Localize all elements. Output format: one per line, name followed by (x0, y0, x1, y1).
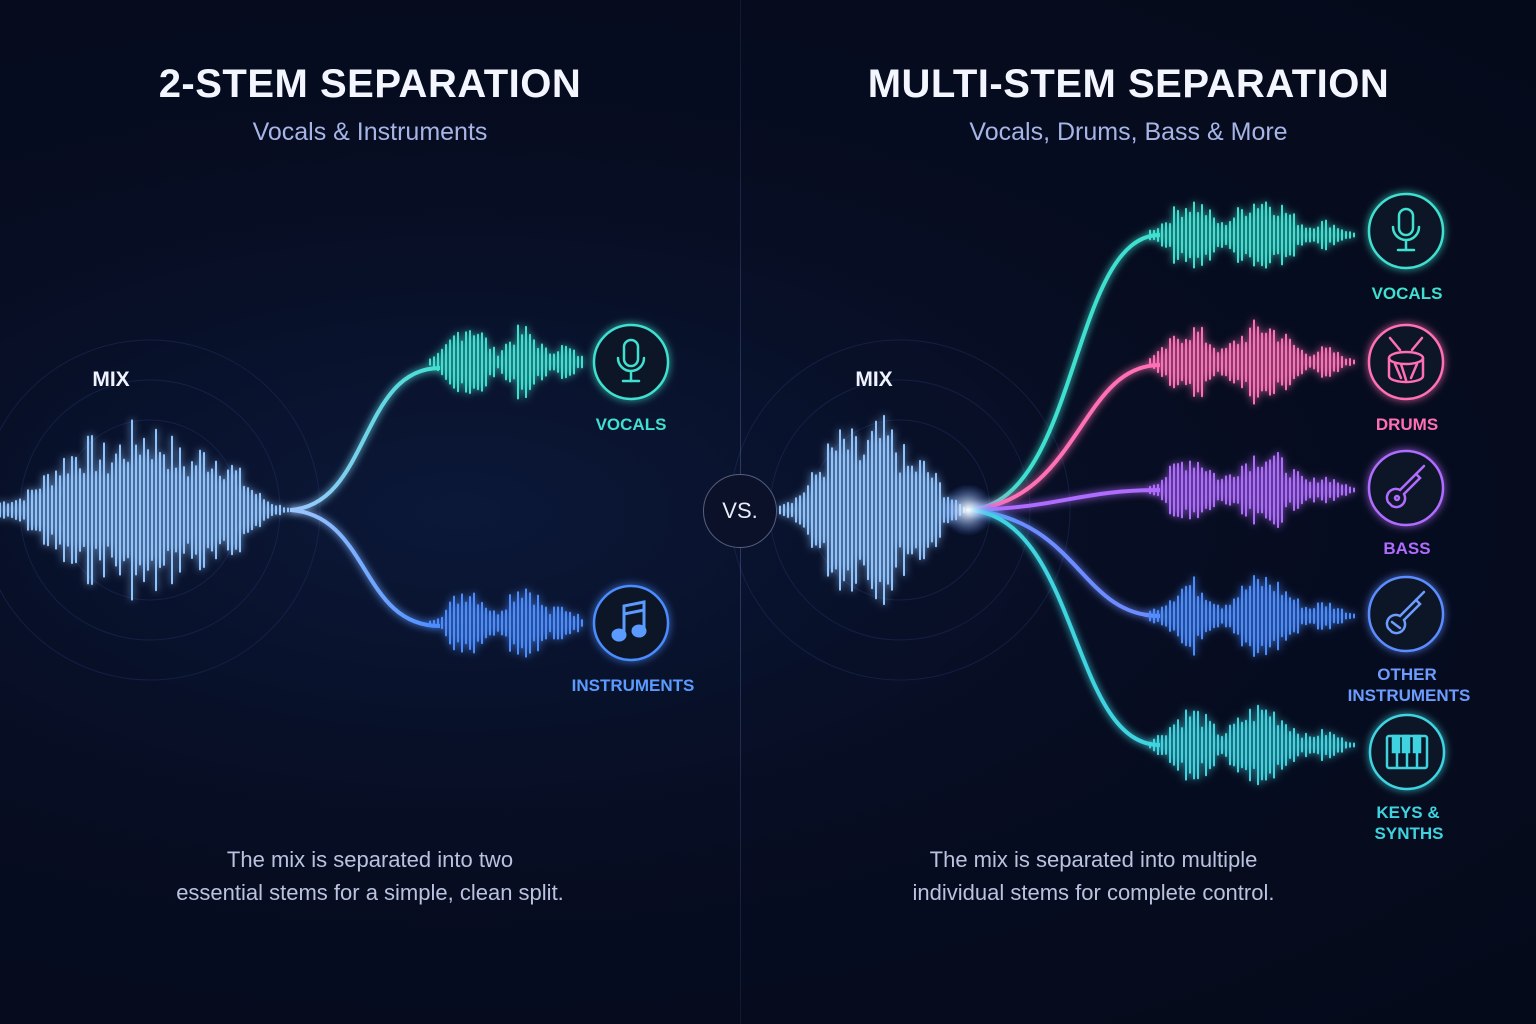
panel-caption: The mix is separated into two essential … (0, 843, 740, 909)
stem-waveform-instruments (429, 588, 583, 658)
stem-waveform-vocals (429, 324, 583, 400)
stem-bass-right (1367, 449, 1445, 527)
stem-label-other-instruments-2: INSTRUMENTS (1348, 686, 1471, 705)
stem-waveform-keys (1149, 704, 1355, 786)
split-curve-vocals (969, 233, 1161, 512)
stem-label-vocals: VOCALS (596, 415, 667, 434)
stem-other-instruments-right (1367, 575, 1445, 653)
stem-waveform-bass (1149, 451, 1355, 529)
stem-label-other-instruments-1: OTHER (1377, 665, 1437, 684)
stem-vocals-right (1367, 192, 1445, 270)
stem-instruments-left (592, 584, 670, 662)
caption-line-1: The mix is separated into two (226, 847, 514, 872)
guitar-icon (1385, 590, 1426, 635)
microphone-icon (616, 338, 646, 383)
stem-label-drums: DRUMS (1376, 415, 1438, 434)
stem-waveform-vocals (1149, 201, 1355, 269)
panel-subtitle: Vocals & Instruments (252, 118, 488, 146)
music-note-icon (611, 600, 647, 642)
microphone-icon (1391, 207, 1421, 252)
panel-title: 2-STEM SEPARATION (158, 62, 582, 106)
piano-keys-icon (1385, 734, 1429, 770)
mix-waveform-right (779, 414, 965, 606)
caption-line-1: The mix is separated into multiple (929, 847, 1258, 872)
caption-line-2: essential stems for a simple, clean spli… (176, 880, 564, 905)
split-curve-bass (969, 488, 1161, 512)
stem-label-bass: BASS (1383, 539, 1430, 558)
panel-title: MULTI-STEM SEPARATION (867, 62, 1390, 106)
bass-guitar-icon (1385, 464, 1426, 509)
mix-label-left: MIX (92, 368, 129, 391)
panel-subtitle: Vocals, Drums, Bass & More (969, 118, 1288, 146)
split-curve-keys (969, 508, 1161, 747)
mix-waveform-left (0, 419, 289, 601)
mix-label-right: MIX (855, 368, 892, 391)
stem-label-keys-1: KEYS & (1376, 803, 1439, 822)
panel-two-stem: 2-STEM SEPARATION Vocals & Instruments T… (0, 0, 740, 1024)
caption-line-2: individual stems for complete control. (912, 880, 1275, 905)
split-curve-vocals (289, 366, 441, 512)
split-curve-instruments (289, 508, 441, 628)
split-curve-drums (969, 363, 1161, 512)
stem-label-keys-2: SYNTHS (1375, 824, 1444, 843)
split-point-flare (942, 484, 994, 536)
vs-badge: VS. (703, 474, 777, 548)
stem-waveform-other-instruments (1149, 575, 1355, 657)
stem-vocals-left (592, 323, 670, 401)
panel-caption: The mix is separated into multiple indiv… (651, 843, 1536, 909)
split-curve-other-instruments (969, 508, 1161, 618)
stem-waveform-drums (1149, 319, 1355, 405)
stem-label-instruments: INSTRUMENTS (572, 676, 695, 695)
stem-drums-right (1367, 323, 1445, 401)
panel-multi-stem: MULTI-STEM SEPARATION Vocals, Drums, Bas… (741, 0, 1536, 1024)
stem-keys-right (1368, 713, 1446, 791)
stem-label-vocals: VOCALS (1372, 284, 1443, 303)
drum-icon (1387, 336, 1425, 384)
